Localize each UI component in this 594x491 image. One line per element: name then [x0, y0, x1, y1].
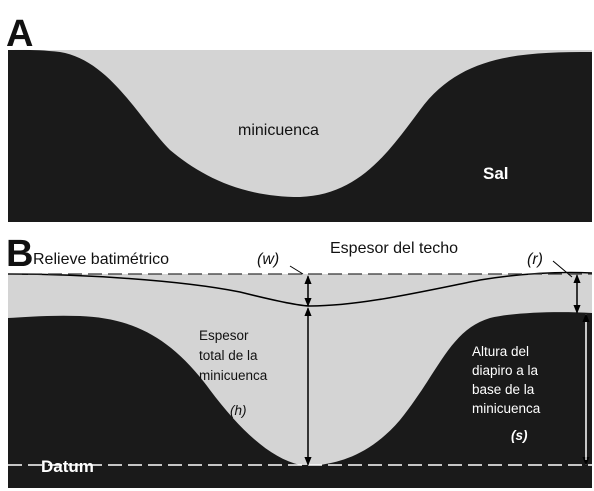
panel-a: A minicuenca Sal — [6, 13, 592, 222]
total-thickness-line-2: total de la — [199, 348, 258, 363]
bathymetric-relief-label: Relieve batimétrico — [33, 251, 169, 268]
r-leader — [552, 260, 573, 278]
diapir-height-line-2: diapiro a la — [472, 363, 539, 378]
w-symbol: (w) — [257, 251, 279, 268]
total-thickness-line-3: minicuenca — [199, 368, 268, 383]
panel-a-minibasin-label: minicuenca — [238, 122, 319, 139]
diapir-height-line-1: Altura del — [472, 344, 529, 359]
panel-b: B Relieve batimétrico (w) Espesor del te… — [6, 233, 593, 488]
panel-b-letter: B — [6, 233, 33, 275]
panel-a-salt-label: Sal — [483, 164, 509, 183]
h-symbol: (h) — [230, 403, 247, 418]
diapir-height-line-4: minicuenca — [472, 401, 541, 416]
total-thickness-line-1: Espesor — [199, 328, 249, 343]
datum-label: Datum — [41, 457, 94, 476]
s-symbol: (s) — [511, 428, 528, 443]
w-leader — [289, 265, 304, 275]
panel-b-sediment-fill — [8, 274, 592, 465]
roof-thickness-label: Espesor del techo — [330, 240, 458, 257]
diapir-height-line-3: base de la — [472, 382, 535, 397]
panel-a-minibasin-fill — [8, 49, 592, 198]
panel-a-letter: A — [6, 13, 33, 55]
r-symbol: (r) — [527, 251, 543, 268]
